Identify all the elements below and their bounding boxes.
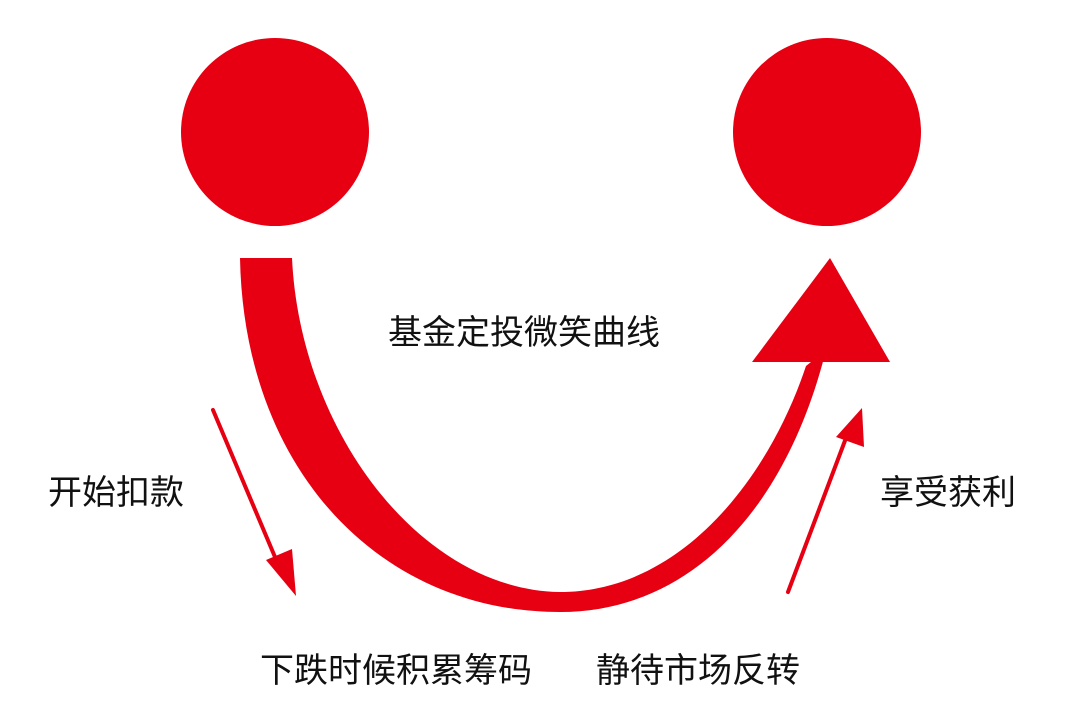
label-await-reversal: 静待市场反转 xyxy=(596,651,800,691)
label-start-deduction: 开始扣款 xyxy=(48,473,184,513)
left-eye-circle xyxy=(181,38,369,226)
label-accumulate-on-dip: 下跌时候积累筹码 xyxy=(260,651,532,691)
down-arrow-icon xyxy=(211,408,296,596)
right-eye-circle xyxy=(733,38,921,226)
diagram-title: 基金定投微笑曲线 xyxy=(388,313,660,353)
label-enjoy-profit: 享受获利 xyxy=(880,473,1016,513)
smile-curve xyxy=(240,258,826,612)
up-arrow-icon xyxy=(786,408,864,594)
curve-arrowhead xyxy=(752,258,890,362)
